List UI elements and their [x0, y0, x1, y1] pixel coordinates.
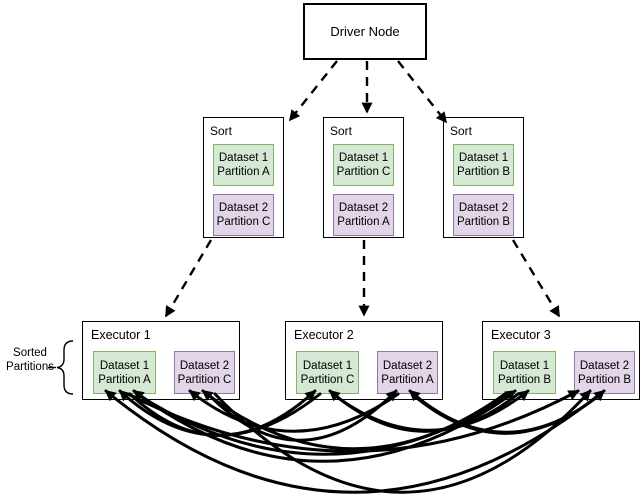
shuffle-arrow: [132, 389, 514, 463]
partition-label-line2: Partition C: [177, 373, 232, 386]
partition-label-line1: Dataset 2: [382, 359, 433, 372]
partition-label-line2: Partition C: [300, 373, 355, 386]
driver-node-box: Driver Node: [303, 3, 427, 60]
partition-label-line2: Partition B: [497, 373, 552, 386]
shuffle-arrow: [126, 389, 580, 453]
partition-label-line2: Partition B: [456, 216, 511, 228]
executor3-dataset1-partition-box: Dataset 1 Partition B: [493, 351, 556, 394]
sort-stage-1-box: Sort Dataset 1 Partition A Dataset 2 Par…: [203, 117, 284, 238]
partition-label-line1: Dataset 2: [179, 359, 230, 372]
partition-label-line1: Dataset 2: [218, 202, 269, 214]
executor1-dataset2-partition-box: Dataset 2 Partition C: [174, 351, 235, 394]
partition-label-line1: Dataset 2: [579, 359, 630, 372]
sort-stage-3-box: Sort Dataset 1 Partition B Dataset 2 Par…: [443, 117, 524, 238]
executor-1-title: Executor 1: [91, 328, 151, 342]
partition-label-line1: Dataset 1: [338, 152, 389, 164]
partition-label-line2: Partition B: [456, 166, 511, 178]
sort3-dataset1-partition-box: Dataset 1 Partition B: [453, 144, 514, 186]
sort-stage-2-title: Sort: [330, 124, 353, 138]
partition-label-line1: Dataset 2: [458, 202, 509, 214]
shuffle-arrow: [213, 389, 592, 494]
sort2-dataset1-partition-box: Dataset 1 Partition C: [333, 144, 394, 186]
partition-label-line2: Partition A: [381, 373, 434, 386]
partition-label-line2: Partition A: [217, 166, 270, 178]
sort1-dataset1-partition-box: Dataset 1 Partition A: [213, 144, 274, 186]
partition-label-line2: Partition A: [337, 216, 390, 228]
sort-to-executor-arrows: [164, 239, 561, 318]
partition-label-line1: Dataset 1: [99, 359, 150, 372]
sort1-dataset2-partition-box: Dataset 2 Partition C: [213, 194, 274, 236]
executor-2-box: Executor 2 Dataset 1 Partition C Dataset…: [285, 321, 443, 400]
driver-to-sort3-arrow: [397, 60, 448, 124]
partition-label-line1: Dataset 1: [499, 359, 550, 372]
sort2-dataset2-partition-box: Dataset 2 Partition A: [333, 194, 394, 236]
shuffle-arrow: [104, 389, 602, 494]
shuffle-arrows: [104, 389, 606, 494]
partition-label-line2: Partition A: [98, 373, 151, 386]
executor2-dataset1-partition-box: Dataset 1 Partition C: [296, 351, 359, 394]
sort1-to-executor1-arrow: [164, 239, 213, 318]
partition-label-line1: Dataset 1: [302, 359, 353, 372]
partition-label-line2: Partition B: [577, 373, 632, 386]
executor-3-title: Executor 3: [491, 328, 551, 342]
sort-stage-1-title: Sort: [210, 124, 233, 138]
sort3-to-executor3-arrow: [511, 239, 561, 318]
shuffle-arrow: [135, 389, 517, 456]
executor-3-box: Executor 3 Dataset 1 Partition B Dataset…: [482, 321, 640, 400]
partition-label-line1: Dataset 1: [218, 152, 269, 164]
partition-label-line2: Partition C: [336, 166, 391, 178]
executor2-dataset2-partition-box: Dataset 2 Partition A: [377, 351, 438, 394]
sort-stage-2-box: Sort Dataset 1 Partition C Dataset 2 Par…: [323, 117, 404, 238]
partition-label-line2: Partition C: [216, 216, 271, 228]
sort3-dataset2-partition-box: Dataset 2 Partition B: [453, 194, 514, 236]
curly-brace: [56, 340, 74, 395]
executor3-dataset2-partition-box: Dataset 2 Partition B: [574, 351, 635, 394]
partition-label-line1: Dataset 2: [338, 202, 389, 214]
sorted-partitions-label: Sorted Partitions: [1, 346, 59, 374]
driver-to-sort-arrows: [288, 60, 448, 124]
sorted-partitions-label-line1: Sorted: [13, 347, 47, 359]
sorted-partitions-label-line2: Partitions: [6, 361, 54, 373]
executor-1-box: Executor 1 Dataset 1 Partition A Dataset…: [82, 321, 240, 400]
driver-node-label: Driver Node: [330, 24, 400, 39]
sort-stage-3-title: Sort: [450, 124, 473, 138]
driver-to-sort1-arrow: [288, 60, 338, 122]
executor-2-title: Executor 2: [294, 328, 354, 342]
partition-label-line1: Dataset 1: [458, 152, 509, 164]
executor1-dataset1-partition-box: Dataset 1 Partition A: [93, 351, 156, 394]
